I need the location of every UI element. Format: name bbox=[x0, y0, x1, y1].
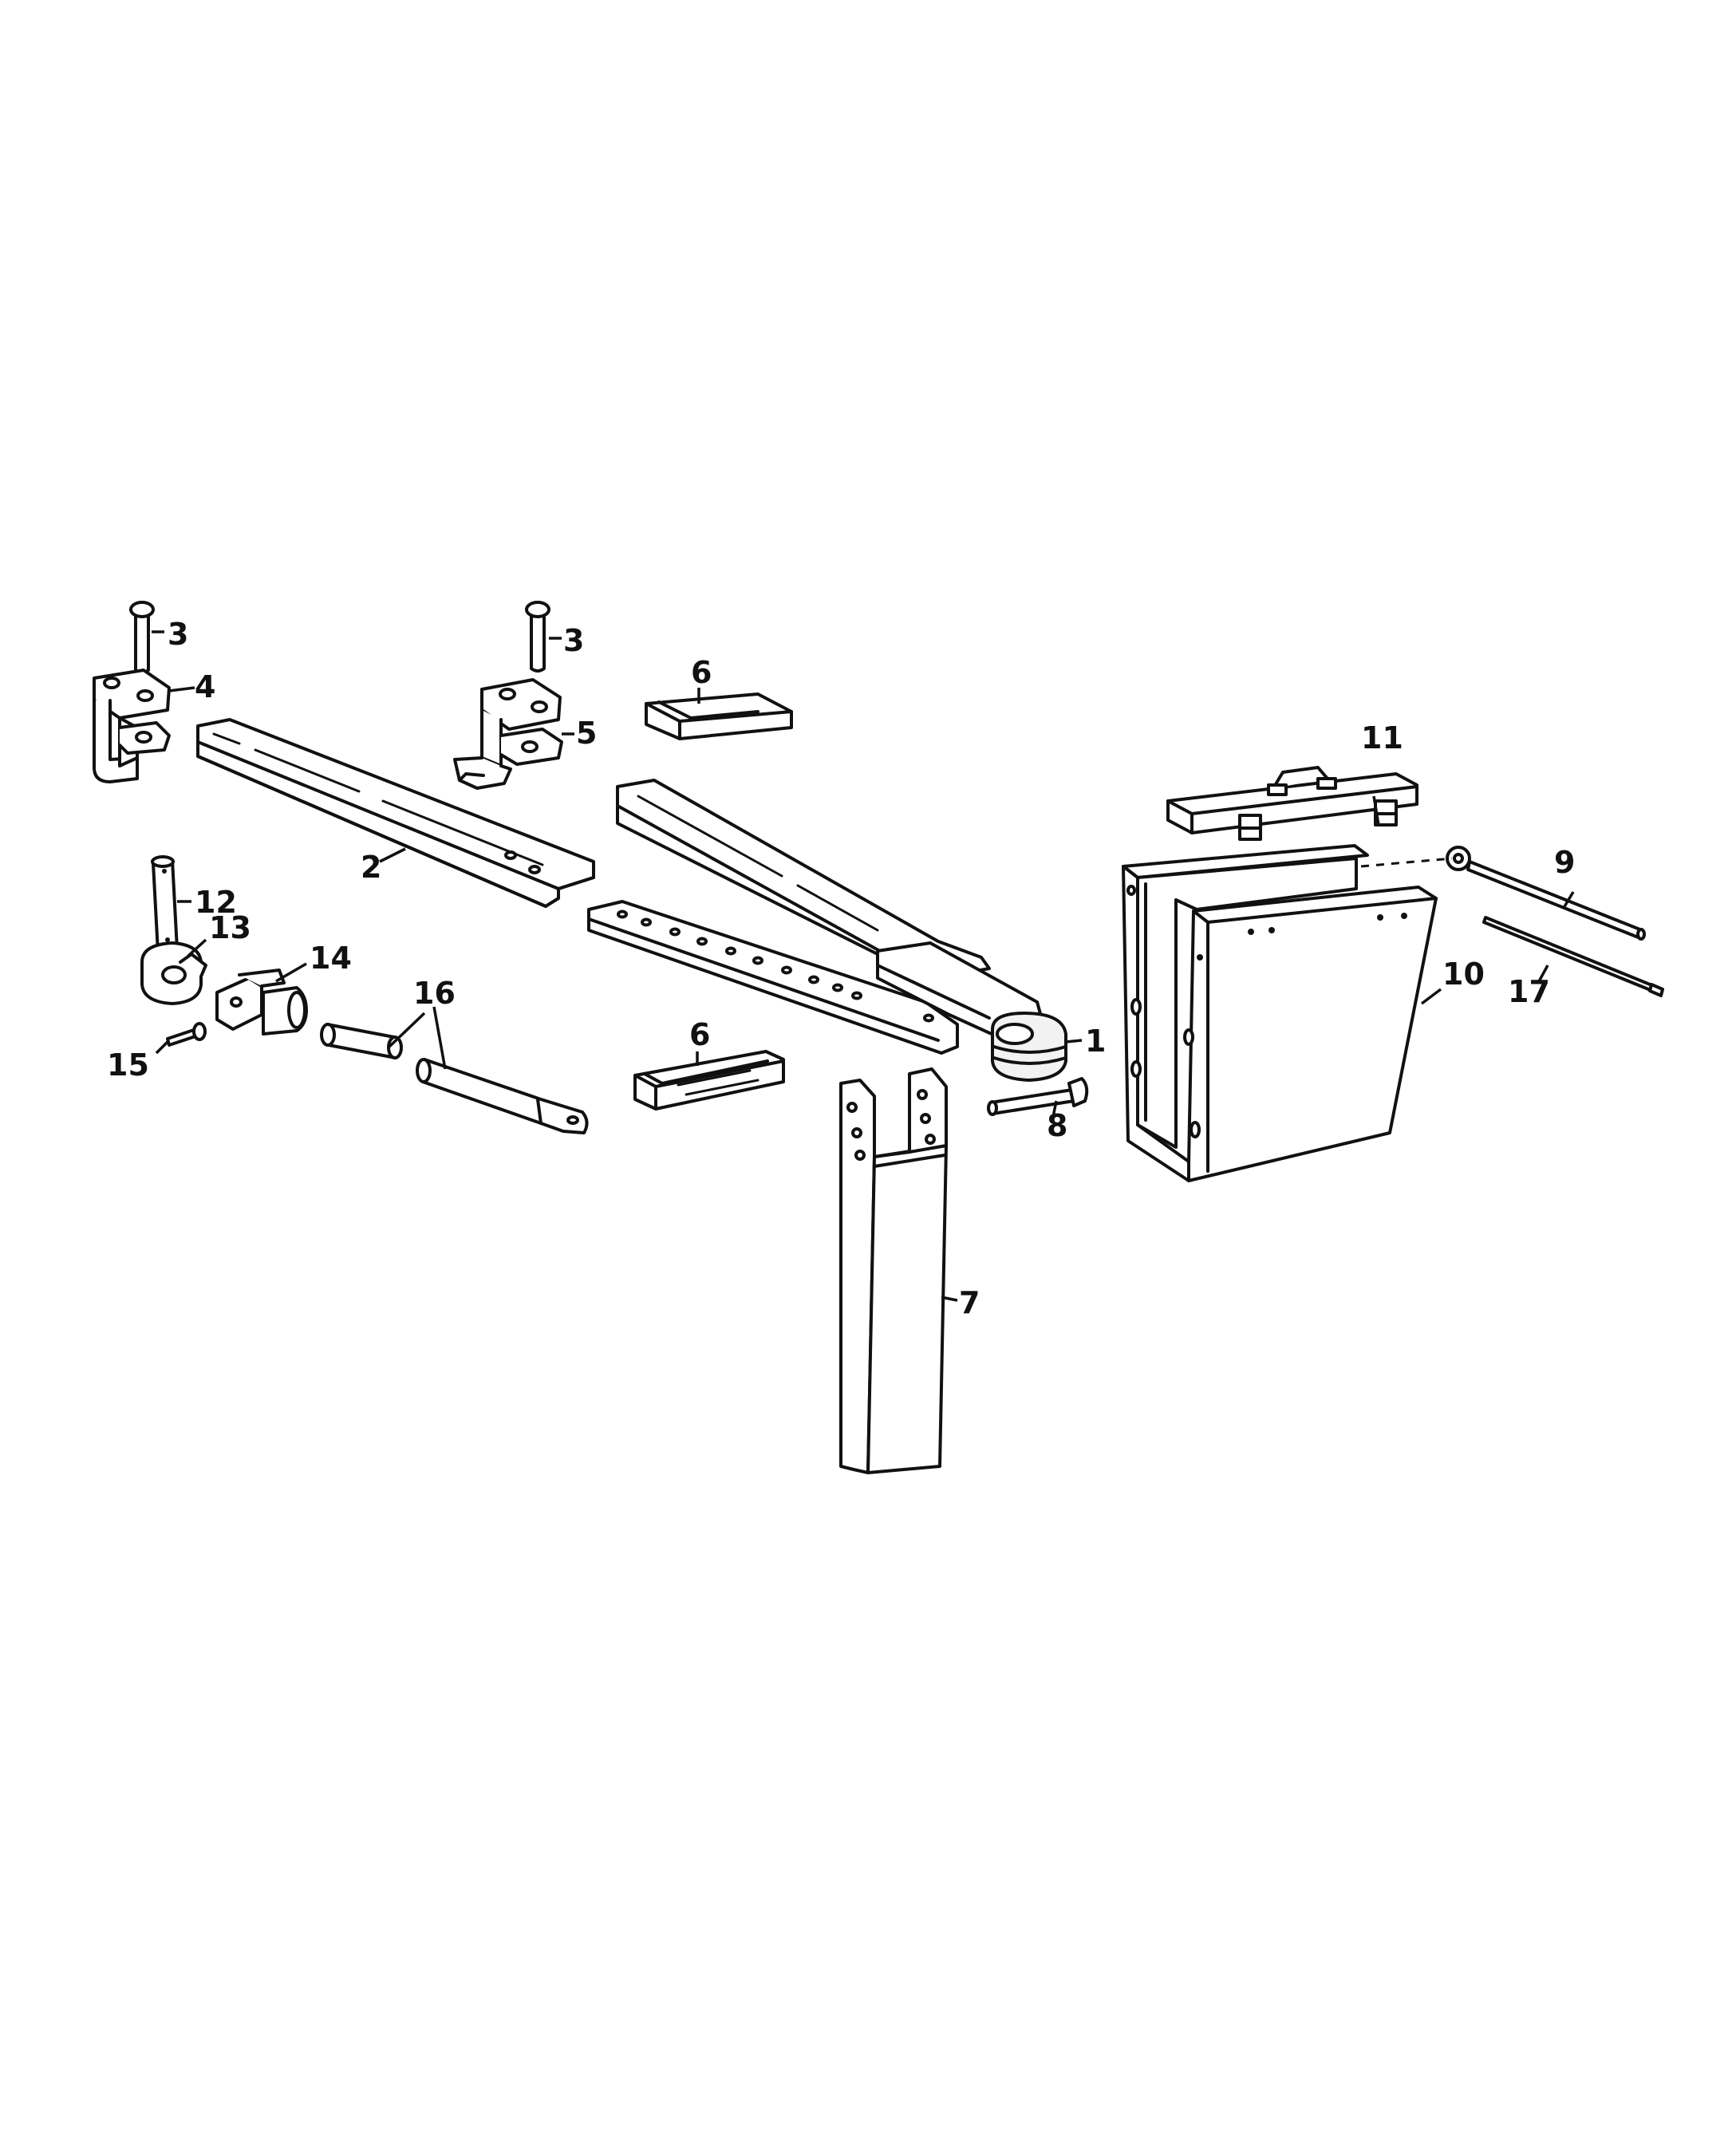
callout-4: 4 bbox=[195, 669, 215, 704]
leg-part-7 bbox=[839, 1067, 948, 1474]
channel-clip-part-6-lower bbox=[633, 1050, 785, 1111]
eye-rod-part-9 bbox=[1446, 846, 1646, 941]
callout-1: 1 bbox=[1085, 1024, 1106, 1059]
arm-assembly-part-1 bbox=[587, 779, 1067, 1082]
pin-part-12 bbox=[151, 855, 179, 957]
callout-11: 11 bbox=[1361, 720, 1403, 755]
bolt-part-8 bbox=[987, 1077, 1089, 1116]
channel-part-2 bbox=[196, 718, 595, 908]
callout-12: 12 bbox=[195, 885, 237, 920]
callout-16: 16 bbox=[413, 976, 456, 1011]
callout-labels: 1 2 3 3 4 5 6 6 7 8 9 10 11 12 13 14 15 … bbox=[107, 617, 1575, 1320]
tube-part-16-long bbox=[416, 1058, 589, 1134]
pin-part-3-right bbox=[525, 601, 550, 673]
lid-part-11 bbox=[1166, 766, 1418, 841]
callout-9: 9 bbox=[1554, 845, 1575, 880]
callout-14: 14 bbox=[310, 941, 352, 976]
callout-3-left: 3 bbox=[168, 617, 188, 652]
callout-5: 5 bbox=[576, 716, 597, 751]
bracket-part-5 bbox=[453, 678, 563, 790]
callout-10: 10 bbox=[1442, 957, 1485, 992]
callout-15: 15 bbox=[107, 1047, 149, 1083]
pin-part-3-left bbox=[129, 601, 155, 674]
box-part-10 bbox=[1122, 844, 1438, 1182]
collar-part-13 bbox=[140, 941, 207, 1005]
callout-6-upper: 6 bbox=[691, 655, 712, 690]
bolt-part-15 bbox=[166, 1022, 207, 1047]
callout-6-lower: 6 bbox=[689, 1017, 710, 1052]
clevis-part-14 bbox=[215, 969, 308, 1036]
leader-lines bbox=[152, 630, 1575, 1302]
bracket-part-4 bbox=[93, 669, 171, 783]
callout-3-right: 3 bbox=[563, 623, 584, 658]
alignment-line bbox=[1360, 857, 1453, 868]
callout-7: 7 bbox=[959, 1285, 980, 1320]
tube-part-16-short bbox=[320, 1023, 403, 1059]
callout-17: 17 bbox=[1508, 974, 1550, 1009]
callout-13: 13 bbox=[209, 910, 251, 945]
callout-2: 2 bbox=[361, 850, 381, 885]
callout-8: 8 bbox=[1047, 1108, 1067, 1143]
thin-rod-part-17 bbox=[1482, 916, 1664, 997]
channel-clip-part-6-upper bbox=[645, 692, 793, 740]
